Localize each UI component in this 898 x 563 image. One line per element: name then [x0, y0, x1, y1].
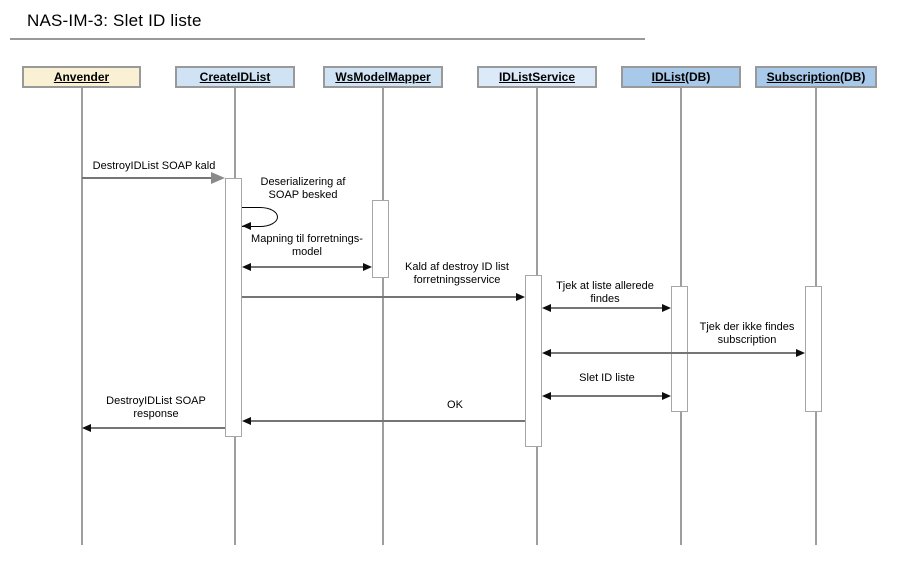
diagram-title: NAS-IM-3: Slet ID liste: [27, 11, 202, 30]
self-message-loop: [242, 207, 278, 227]
arrow-line: [551, 352, 796, 354]
message-label-deserializering: Deserializering af SOAP besked: [240, 176, 366, 202]
activation-idlistservice: [525, 275, 542, 447]
arrow-line: [551, 307, 662, 309]
arrowhead-left: [242, 222, 251, 230]
message-label-soap-response: DestroyIDList SOAP response: [96, 395, 216, 421]
arrow-line: [251, 420, 525, 422]
message-text: subscription: [717, 334, 777, 346]
arrowhead-left: [542, 349, 551, 357]
actor-createidlist: CreateIDList: [175, 66, 295, 88]
lifeline-wsmodelmapper: [382, 88, 384, 545]
arrowhead-right: [211, 172, 225, 184]
message-text: findes: [590, 293, 620, 305]
arrowhead-right: [796, 349, 805, 357]
arrowhead-right: [516, 293, 525, 301]
actor-idlistdb-label: IDList(DB): [651, 70, 711, 84]
arrow-line: [82, 177, 211, 179]
arrowhead-right: [363, 263, 372, 271]
message-label-mapning: Mapning til forretnings- model: [238, 233, 376, 259]
message-text: Tjek der ikke findes: [699, 321, 795, 333]
message-text: DestroyIDList SOAP kald: [92, 160, 216, 172]
arrow-line: [551, 395, 662, 397]
actor-anvender-label: Anvender: [53, 70, 110, 84]
activation-idlistdb: [671, 286, 688, 412]
message-label-kald-destroy: Kald af destroy ID list forretningsservi…: [396, 261, 518, 287]
message-label-slet-id-liste: Slet ID liste: [547, 372, 667, 385]
actor-createidlist-label: CreateIDList: [199, 70, 271, 84]
message-text: Mapning til forretnings-: [251, 233, 363, 245]
actor-wsmodelmapper: WsModelMapper: [323, 66, 443, 88]
arrow-line: [251, 266, 363, 268]
title-underline: [10, 38, 645, 40]
arrowhead-right: [662, 304, 671, 312]
actor-idlistdb: IDList(DB): [621, 66, 741, 88]
actor-idlistservice-label: IDListService: [498, 70, 576, 84]
message-label-soap-kald: DestroyIDList SOAP kald: [84, 160, 224, 173]
message-text: Kald af destroy ID list: [405, 261, 509, 273]
message-text: OK: [447, 399, 463, 411]
message-label-tjek-liste: Tjek at liste allerede findes: [544, 280, 666, 306]
activation-wsmodelmapper: [372, 200, 389, 278]
message-text: response: [133, 408, 179, 420]
actor-anvender: Anvender: [22, 66, 141, 88]
message-text: forretningsservice: [413, 274, 501, 286]
actor-subscriptiondb: Subscription(DB): [755, 66, 877, 88]
actor-wsmodelmapper-label: WsModelMapper: [335, 70, 431, 84]
message-text: Deserializering af: [260, 176, 346, 188]
arrowhead-left: [542, 304, 551, 312]
actor-subscriptiondb-label: Subscription(DB): [766, 70, 866, 84]
activation-subscriptiondb: [805, 286, 822, 412]
message-text: Tjek at liste allerede: [556, 280, 654, 292]
message-label-ok: OK: [420, 399, 490, 412]
lifeline-anvender: [81, 88, 83, 545]
activation-createidlist: [225, 178, 242, 437]
arrowhead-right: [662, 392, 671, 400]
message-text: Slet ID liste: [579, 372, 635, 384]
arrow-line: [91, 427, 225, 429]
message-text: DestroyIDList SOAP: [106, 395, 206, 407]
message-text: SOAP besked: [268, 189, 338, 201]
arrowhead-left: [542, 392, 551, 400]
arrowhead-left: [242, 417, 251, 425]
arrowhead-left: [82, 424, 91, 432]
message-label-tjek-subscription: Tjek der ikke findes subscription: [685, 321, 809, 347]
actor-idlistservice: IDListService: [477, 66, 597, 88]
arrowhead-left: [242, 263, 251, 271]
message-text: model: [292, 246, 322, 258]
arrow-line: [242, 296, 516, 298]
